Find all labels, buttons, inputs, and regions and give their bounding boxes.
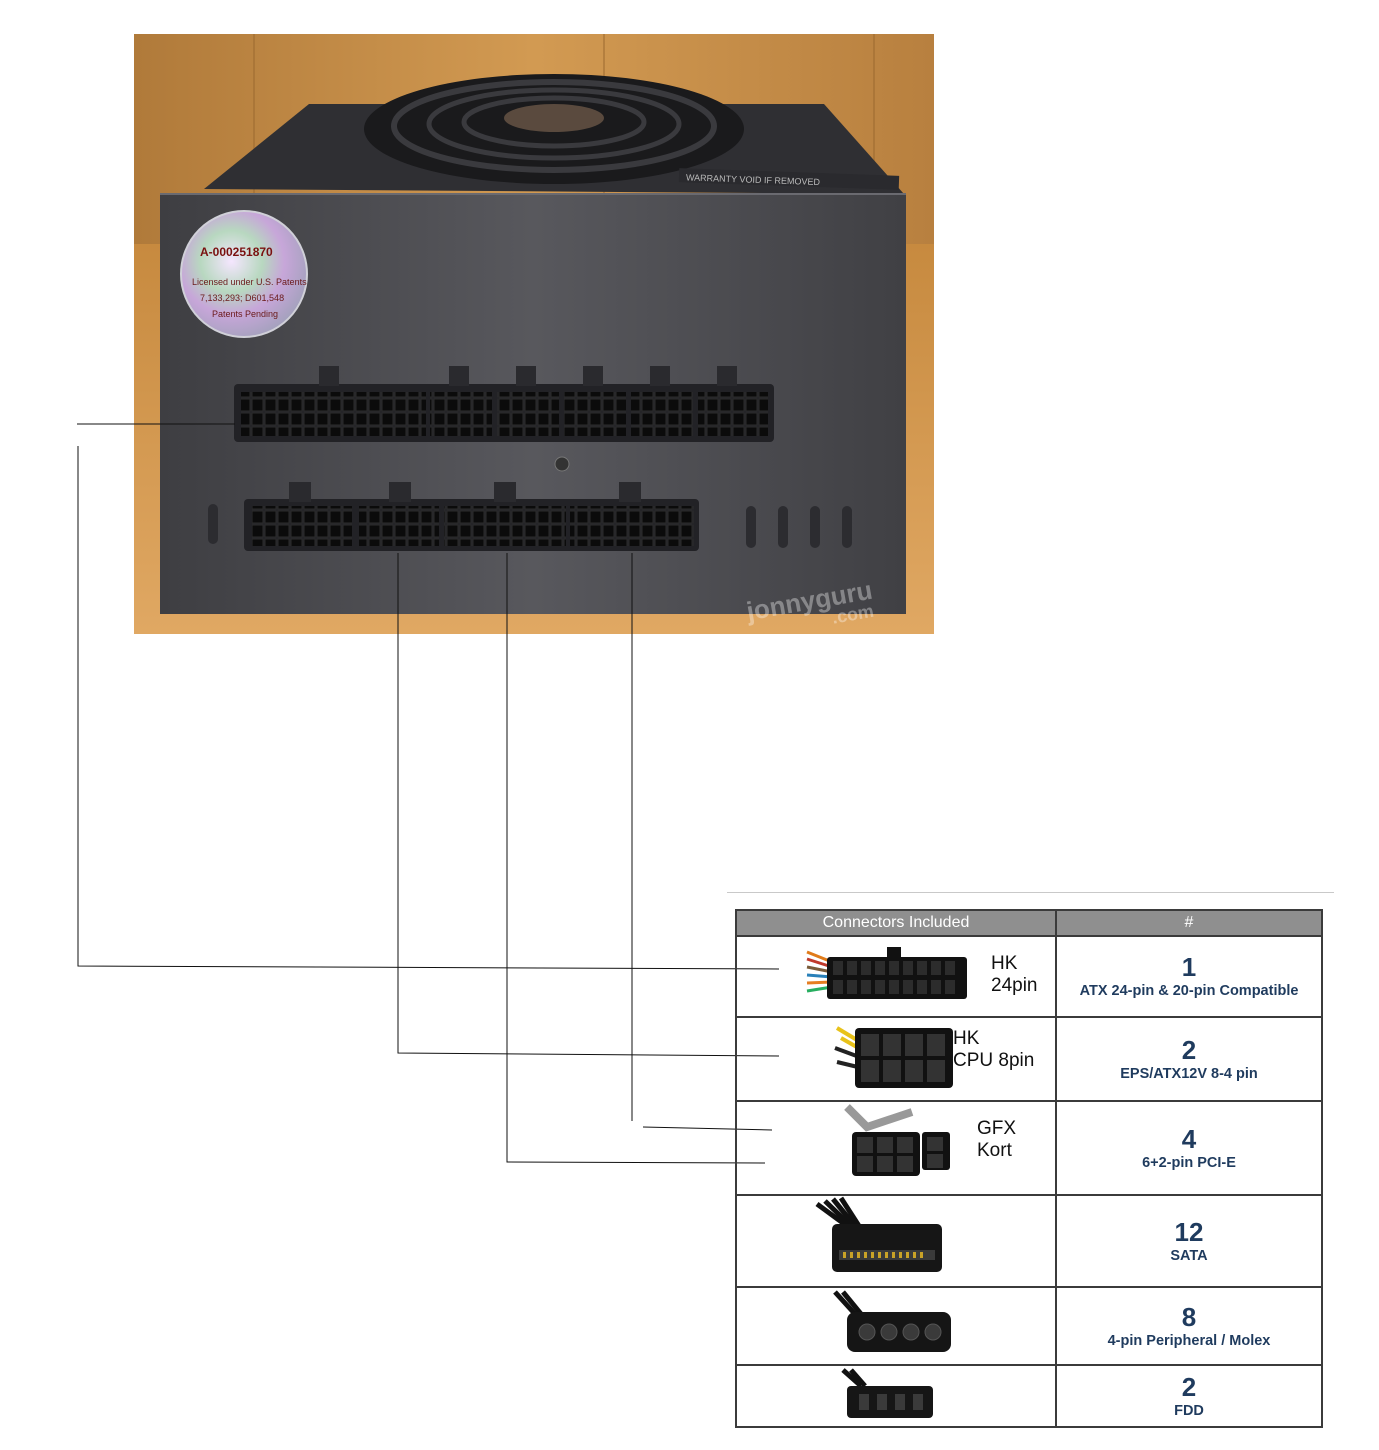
connector-count: 1 <box>1181 952 1197 982</box>
sata-connector-icon <box>815 1197 942 1272</box>
table-row: 2 FDD <box>735 1364 1323 1428</box>
table-row: 12 SATA <box>735 1194 1323 1288</box>
svg-text:A-000251870: A-000251870 <box>200 245 273 259</box>
leader-line-gfx-b <box>506 553 766 1164</box>
table-row: HK 24pin 1 ATX 24-pin & 20-pin Compatibl… <box>735 935 1323 1018</box>
svg-text:7,133,293; D601,548: 7,133,293; D601,548 <box>200 293 284 303</box>
count-cell: 8 4-pin Peripheral / Molex <box>1055 1286 1323 1366</box>
connector-count: 8 <box>1181 1301 1197 1332</box>
eps-8pin-connector-icon <box>834 1026 953 1088</box>
connector-description: FDD <box>1174 1402 1204 1419</box>
molex-connector-icon <box>833 1290 951 1352</box>
connector-image-cell: HK CPU 8pin <box>735 1016 1057 1102</box>
count-cell: 12 SATA <box>1055 1194 1323 1288</box>
table-header-row: Connectors Included # <box>735 909 1323 937</box>
connector-count: 2 <box>1181 1371 1197 1402</box>
connector-image-cell <box>735 1286 1057 1366</box>
connector-description: ATX 24-pin & 20-pin Compatible <box>1079 983 1299 999</box>
connector-image-cell <box>735 1364 1057 1428</box>
header-count: # <box>1055 909 1323 937</box>
psu-rear-panel-image: WARRANTY VOID IF REMOVED A-000251870 Lic… <box>134 34 934 634</box>
table-row: HK CPU 8pin 2 EPS/ATX12V 8-4 pin <box>735 1016 1323 1102</box>
pcie-6plus2-connector-icon <box>844 1104 950 1176</box>
count-cell: 2 FDD <box>1055 1364 1323 1428</box>
svg-text:Licensed under U.S. Patents: Licensed under U.S. Patents <box>192 277 307 287</box>
connector-image-cell: GFX Kort <box>735 1100 1057 1196</box>
table-row: 8 4-pin Peripheral / Molex <box>735 1286 1323 1366</box>
count-cell: 4 6+2-pin PCI-E <box>1055 1100 1323 1196</box>
warranty-label: WARRANTY VOID IF REMOVED <box>686 172 821 187</box>
connector-description: 6+2-pin PCI-E <box>1142 1154 1236 1171</box>
connector-image-cell <box>735 1194 1057 1288</box>
connector-description: SATA <box>1170 1247 1208 1264</box>
connector-image-cell: HK 24pin <box>735 935 1057 1018</box>
table-top-rule <box>727 892 1334 893</box>
psu-photo: WARRANTY VOID IF REMOVED A-000251870 Lic… <box>134 34 934 634</box>
connector-count: 12 <box>1174 1216 1204 1247</box>
connector-label: HK CPU 8pin <box>953 1028 1035 1071</box>
atx-24pin-connector-icon <box>806 947 967 999</box>
header-connectors: Connectors Included <box>735 909 1057 937</box>
connector-count: 2 <box>1181 1034 1197 1065</box>
connectors-table: Connectors Included # <box>735 909 1323 1428</box>
connector-label: HK 24pin <box>991 953 1038 996</box>
connector-description: 4-pin Peripheral / Molex <box>1107 1332 1271 1349</box>
count-cell: 1 ATX 24-pin & 20-pin Compatible <box>1055 935 1323 1018</box>
connector-label: GFX Kort <box>977 1118 1017 1161</box>
table-row: GFX Kort 4 6+2-pin PCI-E <box>735 1100 1323 1196</box>
count-cell: 2 EPS/ATX12V 8-4 pin <box>1055 1016 1323 1102</box>
fdd-connector-icon <box>841 1368 933 1418</box>
connector-description: EPS/ATX12V 8-4 pin <box>1120 1065 1258 1082</box>
svg-text:Patents Pending: Patents Pending <box>212 309 278 319</box>
connector-count: 4 <box>1181 1123 1197 1154</box>
